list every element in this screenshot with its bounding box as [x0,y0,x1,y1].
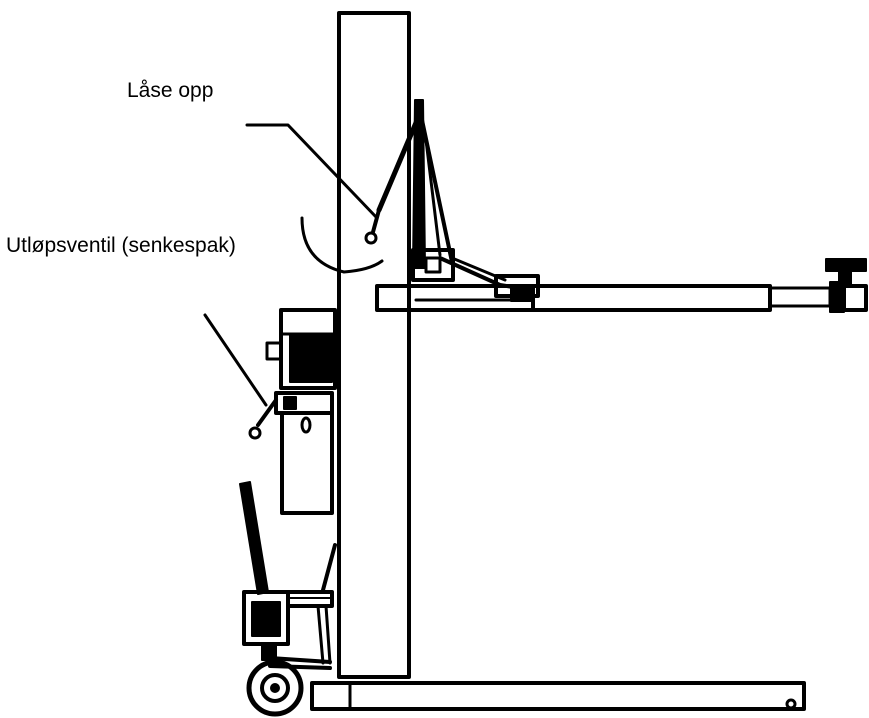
pump-unit [248,308,337,515]
lift-arm [375,258,868,313]
unlock-label: Låse opp [127,79,214,102]
column [337,11,411,679]
unlock-lever [364,208,381,245]
hand-truck [239,481,337,717]
release-valve-leader-line [203,313,268,407]
release-valve-arc [300,216,384,274]
lift-frame [376,99,540,302]
base-rail [310,675,806,711]
unlock-leader-line [245,123,379,220]
release-valve-label: Utløpsventil (senkespak) [6,234,236,257]
